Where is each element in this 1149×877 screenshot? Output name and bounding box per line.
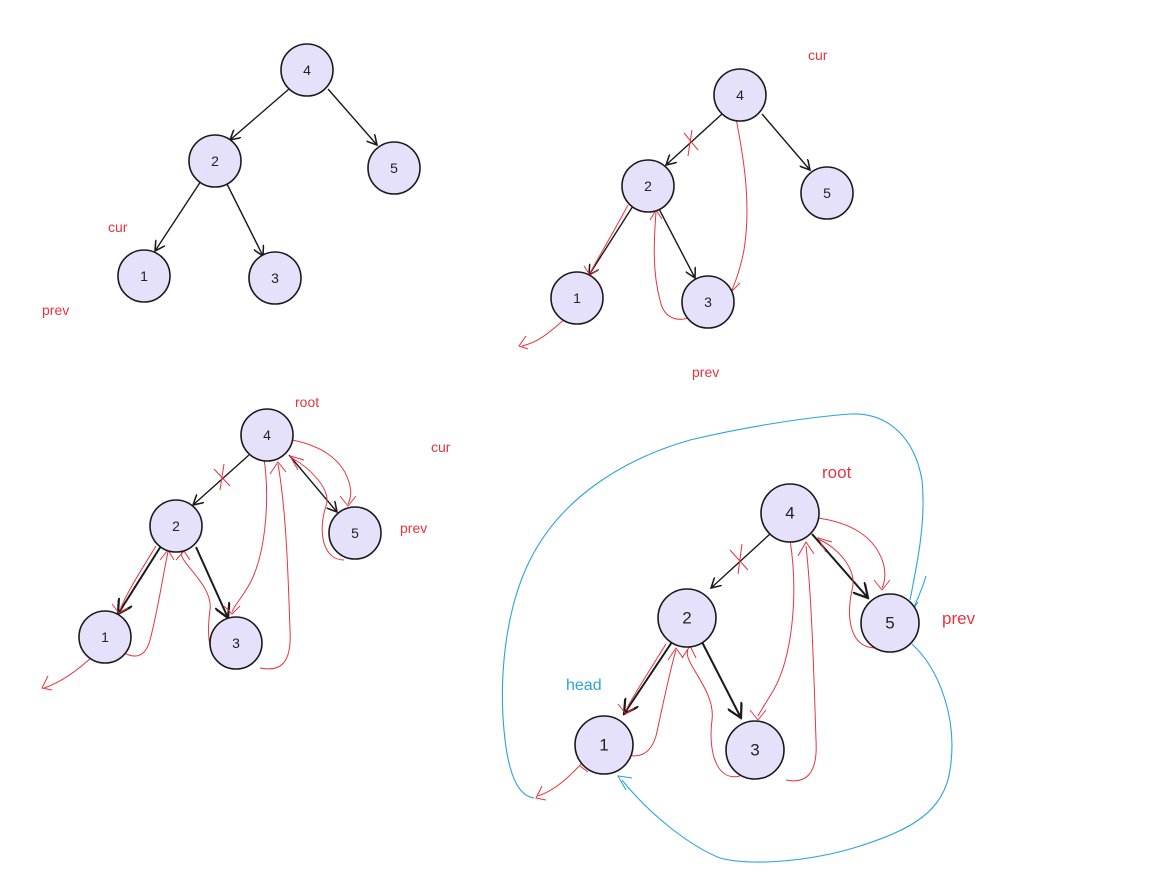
edge-2-1 <box>624 641 673 714</box>
edge-2-3 <box>225 181 263 256</box>
node-label: 3 <box>704 294 712 310</box>
node-label: 4 <box>785 504 794 523</box>
node-label: 1 <box>599 736 608 755</box>
head-label: head <box>566 677 602 694</box>
edge-4-5 <box>761 113 810 170</box>
tree-node: 4 <box>280 43 334 97</box>
edge-2-3 <box>195 546 228 618</box>
node-label: 1 <box>140 268 148 284</box>
panel-bottom-left: 4 2 5 1 3 root cur prev <box>41 394 451 691</box>
tree-node: 2 <box>149 499 203 553</box>
tree-node: 3 <box>209 616 263 670</box>
root-label: root <box>822 463 852 482</box>
node-label: 4 <box>736 87 744 103</box>
node-label: 2 <box>172 518 180 534</box>
tree-node: 2 <box>188 134 242 188</box>
tree-node: 2 <box>657 588 717 648</box>
edge-2-3 <box>701 641 741 718</box>
panel-top-right: 4 2 5 1 3 cur prev <box>518 47 854 380</box>
prev-label: prev <box>692 364 719 380</box>
red-annotations <box>535 517 891 801</box>
tree-node: 5 <box>860 593 920 653</box>
node-label: 1 <box>101 629 109 645</box>
edge-4-2 <box>193 454 250 505</box>
tree-node: 5 <box>800 166 854 220</box>
node-label: 5 <box>390 160 398 176</box>
edge-2-3 <box>657 206 695 278</box>
node-label: 2 <box>682 609 691 628</box>
tree-node: 3 <box>681 275 735 329</box>
edge-4-5 <box>327 88 377 145</box>
edge-2-1 <box>589 205 634 275</box>
node-label: 2 <box>644 178 652 194</box>
panel-top-left: 4 2 5 1 3 cur prev <box>42 43 421 318</box>
tree-node: 4 <box>240 408 294 462</box>
tree-node: 1 <box>78 610 132 664</box>
node-label: 3 <box>232 635 240 651</box>
node-label: 4 <box>303 62 311 78</box>
tree-node: 4 <box>713 68 767 122</box>
prev-label: prev <box>400 520 427 536</box>
edge-2-1 <box>118 545 162 614</box>
tree-node: 1 <box>550 271 604 325</box>
tree-node: 4 <box>760 483 820 543</box>
blue-annotations <box>501 413 953 863</box>
node-label: 2 <box>211 153 219 169</box>
edge-4-5 <box>811 533 868 598</box>
tree-node: 5 <box>367 141 421 195</box>
prev-label: prev <box>942 609 976 628</box>
cur-label: cur <box>108 219 128 235</box>
tree-node: 3 <box>725 720 785 780</box>
edge-4-5 <box>288 454 337 512</box>
tree-node: 1 <box>574 715 634 775</box>
node-label: 5 <box>823 185 831 201</box>
node-label: 1 <box>573 290 581 306</box>
cur-label: cur <box>431 439 451 455</box>
tree-node: 2 <box>621 159 675 213</box>
edge-2-1 <box>155 180 202 251</box>
node-label: 5 <box>885 614 894 633</box>
cur-label: cur <box>808 47 828 63</box>
tree-node: 5 <box>328 506 382 560</box>
node-label: 5 <box>351 525 359 541</box>
edge-4-2 <box>666 113 723 165</box>
node-label: 3 <box>271 270 279 286</box>
edge-4-2 <box>230 88 290 140</box>
tree-node: 1 <box>117 249 171 303</box>
panel-bottom-right: 4 2 5 1 3 root prev head <box>501 413 976 863</box>
tree-node: 3 <box>248 251 302 305</box>
node-label: 3 <box>750 741 759 760</box>
root-label: root <box>295 394 319 410</box>
prev-label: prev <box>42 302 69 318</box>
node-label: 4 <box>263 427 271 443</box>
